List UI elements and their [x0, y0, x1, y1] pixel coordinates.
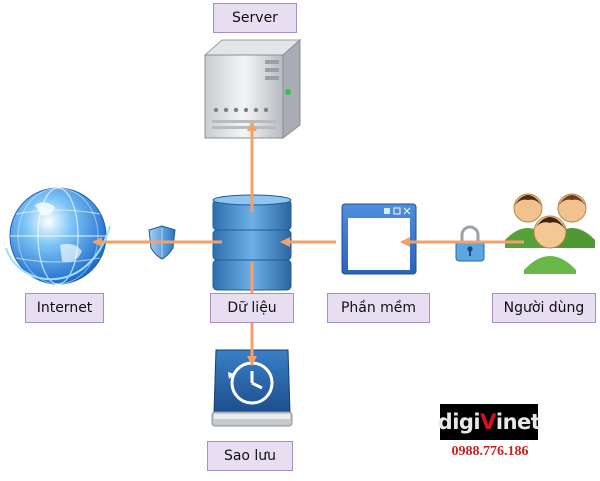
server-label: Server: [213, 3, 297, 33]
data-label: Dữ liệu: [210, 293, 294, 323]
window-icon: [341, 203, 417, 275]
users-icon: [505, 193, 595, 274]
software-label: Phần mềm: [327, 293, 430, 323]
brand-logo-mid: V: [480, 410, 496, 434]
padlock-icon: [455, 225, 485, 262]
backup-label: Sao lưu: [207, 441, 293, 471]
users-label: Người dùng: [492, 293, 596, 323]
backup-drive-icon: [211, 349, 293, 427]
brand-logo-right: inet: [495, 410, 541, 434]
brand-logo-left: digi: [437, 410, 481, 434]
brand-phone: 0988.776.186: [451, 444, 529, 459]
globe-icon: [5, 187, 111, 285]
server-icon: [203, 38, 302, 140]
internet-label: Internet: [25, 293, 104, 323]
